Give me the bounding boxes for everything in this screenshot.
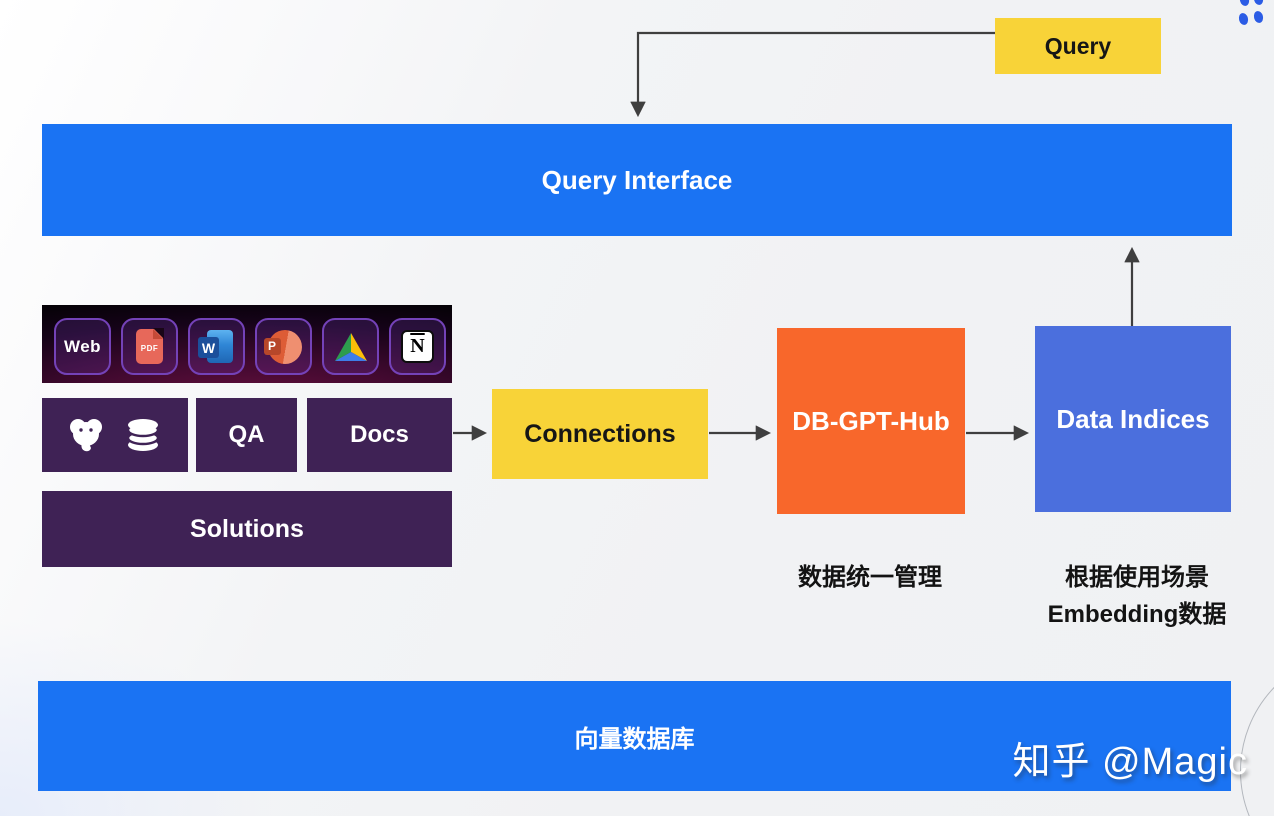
qa-label: QA — [228, 421, 265, 448]
data-indices-node: Data Indices — [1035, 326, 1231, 512]
data-sources-strip: Web PDF W P — [42, 305, 452, 383]
decor-dot — [1252, 0, 1265, 6]
docs-label: Docs — [350, 421, 409, 448]
pdf-icon: PDF — [136, 328, 164, 364]
source-tile-powerpoint: P — [255, 318, 312, 375]
solutions-bar: Solutions — [42, 491, 452, 567]
db-gpt-hub-node: DB-GPT-Hub — [777, 328, 965, 514]
vector-db-label: 向量数据库 — [574, 725, 695, 753]
google-drive-icon — [334, 332, 367, 361]
query-interface-bar: Query Interface — [42, 124, 1232, 236]
solutions-label: Solutions — [190, 514, 304, 543]
watermark: 知乎 @Magic — [1012, 741, 1248, 783]
database-node — [42, 398, 188, 472]
web-icon: Web — [63, 336, 102, 356]
source-tile-google-drive — [322, 318, 379, 375]
connections-node: Connections — [492, 389, 708, 479]
db-gpt-hub-label: DB-GPT-Hub — [792, 405, 950, 436]
indices-note: 根据使用场景 Embedding数据 — [1017, 559, 1257, 633]
notion-icon: N — [401, 330, 434, 363]
connections-label: Connections — [524, 419, 676, 448]
decor-dot — [1252, 10, 1265, 24]
word-icon: W — [198, 330, 235, 363]
hub-note: 数据统一管理 — [798, 564, 942, 591]
source-tile-web: Web — [54, 318, 111, 375]
powerpoint-icon: P — [263, 328, 303, 366]
data-indices-label: Data Indices — [1056, 403, 1210, 434]
source-tile-notion: N — [389, 318, 446, 375]
postgresql-icon — [70, 419, 102, 452]
vector-db-bar: 向量数据库 — [38, 681, 1231, 791]
query-interface-label: Query Interface — [541, 164, 733, 195]
source-tile-pdf: PDF — [121, 318, 178, 375]
decor-dot — [1237, 12, 1250, 26]
query-label: Query — [1044, 32, 1112, 59]
query-node: Query — [995, 18, 1161, 74]
source-tile-word: W — [188, 318, 245, 375]
database-icon — [126, 419, 160, 451]
decor-dot — [1238, 0, 1251, 7]
indices-note-line1: 根据使用场景 — [1065, 564, 1209, 591]
arrow-query-to-interface — [630, 31, 995, 118]
qa-node: QA — [196, 398, 297, 472]
indices-note-line2: Embedding数据 — [1047, 601, 1227, 628]
docs-node: Docs — [307, 398, 452, 472]
